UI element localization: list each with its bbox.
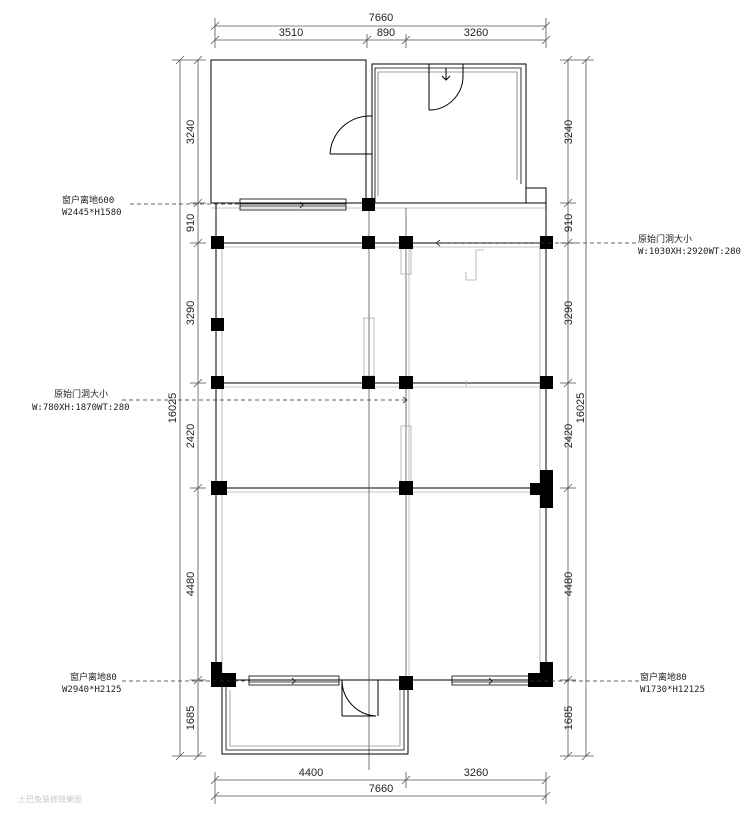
right-dimensions (560, 55, 594, 761)
door-opening-left-label-2: W:780XH:1870WT:280 (32, 403, 130, 413)
annotation-leaders (122, 203, 640, 682)
top-dimensions (210, 18, 551, 48)
window-bottom-left-label-1: 窗户离地80 (70, 671, 117, 683)
columns (211, 198, 553, 690)
top-door (428, 64, 464, 111)
bottom-segment-1: 4400 (299, 767, 323, 779)
door-opening-right-label-2: W:1030XH:2920WT:280 (638, 247, 741, 257)
right-segment-6: 1685 (563, 706, 575, 730)
door-opening-left-label-1: 原始门洞大小 (54, 388, 108, 400)
column (362, 236, 375, 249)
window-top-left-label-2: W2445*H1580 (62, 208, 122, 218)
column (211, 236, 224, 249)
main-frame (211, 202, 547, 770)
left-segment-5: 4480 (185, 572, 197, 596)
column (540, 236, 553, 249)
column (362, 376, 375, 389)
annotation-arrows (402, 239, 441, 404)
column (211, 318, 224, 331)
left-segment-2: 910 (185, 214, 197, 232)
right-segment-1: 3240 (563, 120, 575, 144)
column (211, 376, 224, 389)
left-segment-1: 3240 (185, 120, 197, 144)
right-total-dimension: 16025 (575, 393, 587, 424)
right-segment-5: 4480 (563, 572, 575, 596)
window-top-left-label-1: 窗户离地600 (62, 194, 114, 206)
watermark: 土巴兔装修效果图 (18, 794, 82, 804)
door-opening-right-label-1: 原始门洞大小 (638, 233, 692, 245)
column (211, 481, 227, 495)
column (362, 198, 375, 211)
column (528, 662, 553, 687)
left-dimensions (172, 55, 206, 761)
bottom-dimensions (210, 772, 551, 804)
windows (239, 198, 531, 686)
bottom-segment-2: 3260 (464, 767, 488, 779)
left-total-dimension: 16025 (167, 393, 179, 424)
lower-section (221, 679, 409, 755)
interior-openings (363, 245, 484, 483)
upper-rooms (210, 59, 547, 203)
right-segment-2: 910 (563, 214, 575, 232)
column (540, 376, 553, 389)
column (211, 662, 236, 687)
lower-door (341, 679, 377, 717)
left-segment-6: 1685 (185, 706, 197, 730)
top-segment-1: 3510 (279, 27, 303, 39)
left-segment-3: 3290 (185, 301, 197, 325)
column (399, 376, 413, 389)
column (399, 676, 413, 690)
bottom-total-dimension: 7660 (369, 783, 393, 795)
column (399, 236, 413, 249)
right-segment-3: 3290 (563, 301, 575, 325)
column (530, 470, 553, 508)
window-bottom-right-label-2: W1730*H12125 (640, 685, 705, 695)
window-bottom-left-label-2: W2940*H2125 (62, 685, 122, 695)
upper-left-door (329, 115, 373, 155)
column (399, 481, 413, 495)
top-total-dimension: 7660 (369, 12, 393, 24)
left-segment-4: 2420 (185, 424, 197, 448)
right-segment-4: 2420 (563, 424, 575, 448)
top-segment-2: 890 (377, 27, 395, 39)
top-segment-3: 3260 (464, 27, 488, 39)
window-bottom-right-label-1: 窗户离地80 (640, 671, 687, 683)
